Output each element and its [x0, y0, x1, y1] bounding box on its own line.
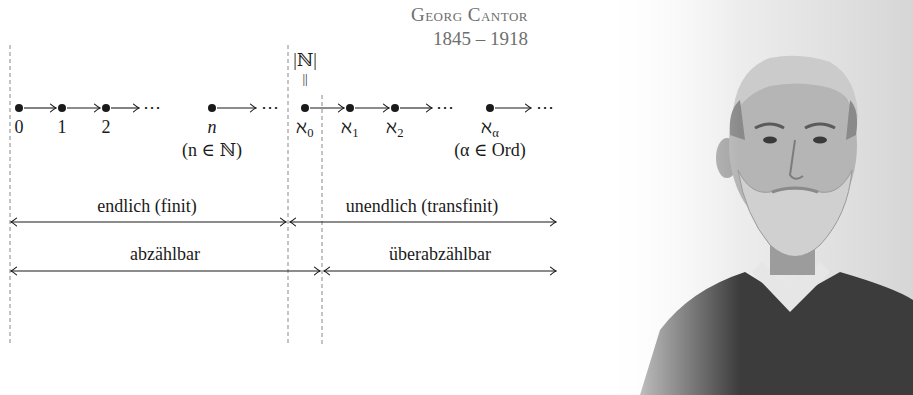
range-label: unendlich (transfinit)	[346, 196, 498, 217]
range-arrow	[11, 221, 286, 222]
eyebrow	[755, 124, 784, 128]
point-label: ℵ1	[341, 117, 358, 138]
successor-arrow	[355, 107, 389, 108]
point-dot	[391, 104, 399, 112]
sequence-point: 2	[102, 104, 111, 138]
range-arrow	[11, 270, 320, 271]
point-dot	[15, 104, 23, 112]
range-arrow	[324, 270, 556, 271]
point-dot	[346, 104, 354, 112]
sequence-point: 0	[15, 104, 24, 138]
ellipsis: ⋯	[261, 97, 279, 118]
successor-arrow	[310, 107, 344, 108]
eye	[763, 137, 777, 144]
range-arrow	[290, 221, 556, 222]
point-dot	[301, 104, 309, 112]
point-label: n	[207, 117, 216, 138]
life-dates: 1845 – 1918	[433, 28, 528, 50]
cardinality-symbol: |ℕ|	[293, 50, 317, 71]
sequence-point: ℵ1	[341, 104, 358, 138]
point-dot	[58, 104, 66, 112]
successor-arrow	[111, 107, 139, 108]
sequence-point: ℵα(α ∈ Ord)	[454, 104, 526, 160]
photo-background	[600, 0, 913, 395]
point-label: ℵα	[481, 117, 499, 138]
point-dot	[102, 104, 110, 112]
dashed-divider	[322, 95, 323, 345]
dashed-divider	[288, 45, 289, 345]
point-label: ℵ2	[386, 117, 403, 138]
point-label: 0	[15, 117, 24, 138]
nose	[790, 140, 803, 179]
connector-group	[24, 108, 389, 109]
photo-fade	[600, 0, 740, 395]
dashed-divider	[10, 45, 11, 345]
sequence-point: ℵ0	[296, 104, 313, 138]
domain-note: (n ∈ ℕ)	[182, 140, 242, 161]
successor-arrow	[67, 107, 100, 108]
range-label: endlich (finit)	[97, 196, 196, 217]
ellipsis: ⋯	[436, 97, 454, 118]
successor-arrow	[400, 107, 432, 108]
sequence-point: ℵ2	[386, 104, 403, 138]
portrait-photo	[600, 0, 913, 395]
point-dot	[208, 104, 216, 112]
ellipsis: ⋯	[536, 97, 554, 118]
side-hair	[730, 100, 857, 140]
eyebrow	[805, 124, 835, 128]
range-label: überabzählbar	[389, 244, 491, 265]
sequence-point: 1	[58, 104, 67, 138]
domain-note: (α ∈ Ord)	[454, 140, 526, 161]
equals-sign: ||	[302, 72, 307, 87]
eye	[813, 137, 827, 144]
beard	[738, 170, 852, 257]
ellipsis: ⋯	[143, 97, 161, 118]
bald-crown	[732, 56, 858, 120]
successor-arrow	[217, 107, 256, 108]
successor-arrow	[495, 107, 531, 108]
moustache	[772, 188, 818, 192]
range-label: abzählbar	[130, 244, 200, 265]
person-name: Georg Cantor	[411, 4, 528, 26]
point-dot	[486, 104, 494, 112]
sequence-point: n(n ∈ ℕ)	[182, 104, 242, 160]
point-label: 2	[102, 117, 111, 138]
point-label: 1	[58, 117, 67, 138]
successor-arrow	[24, 107, 56, 108]
point-label: ℵ0	[296, 117, 313, 138]
